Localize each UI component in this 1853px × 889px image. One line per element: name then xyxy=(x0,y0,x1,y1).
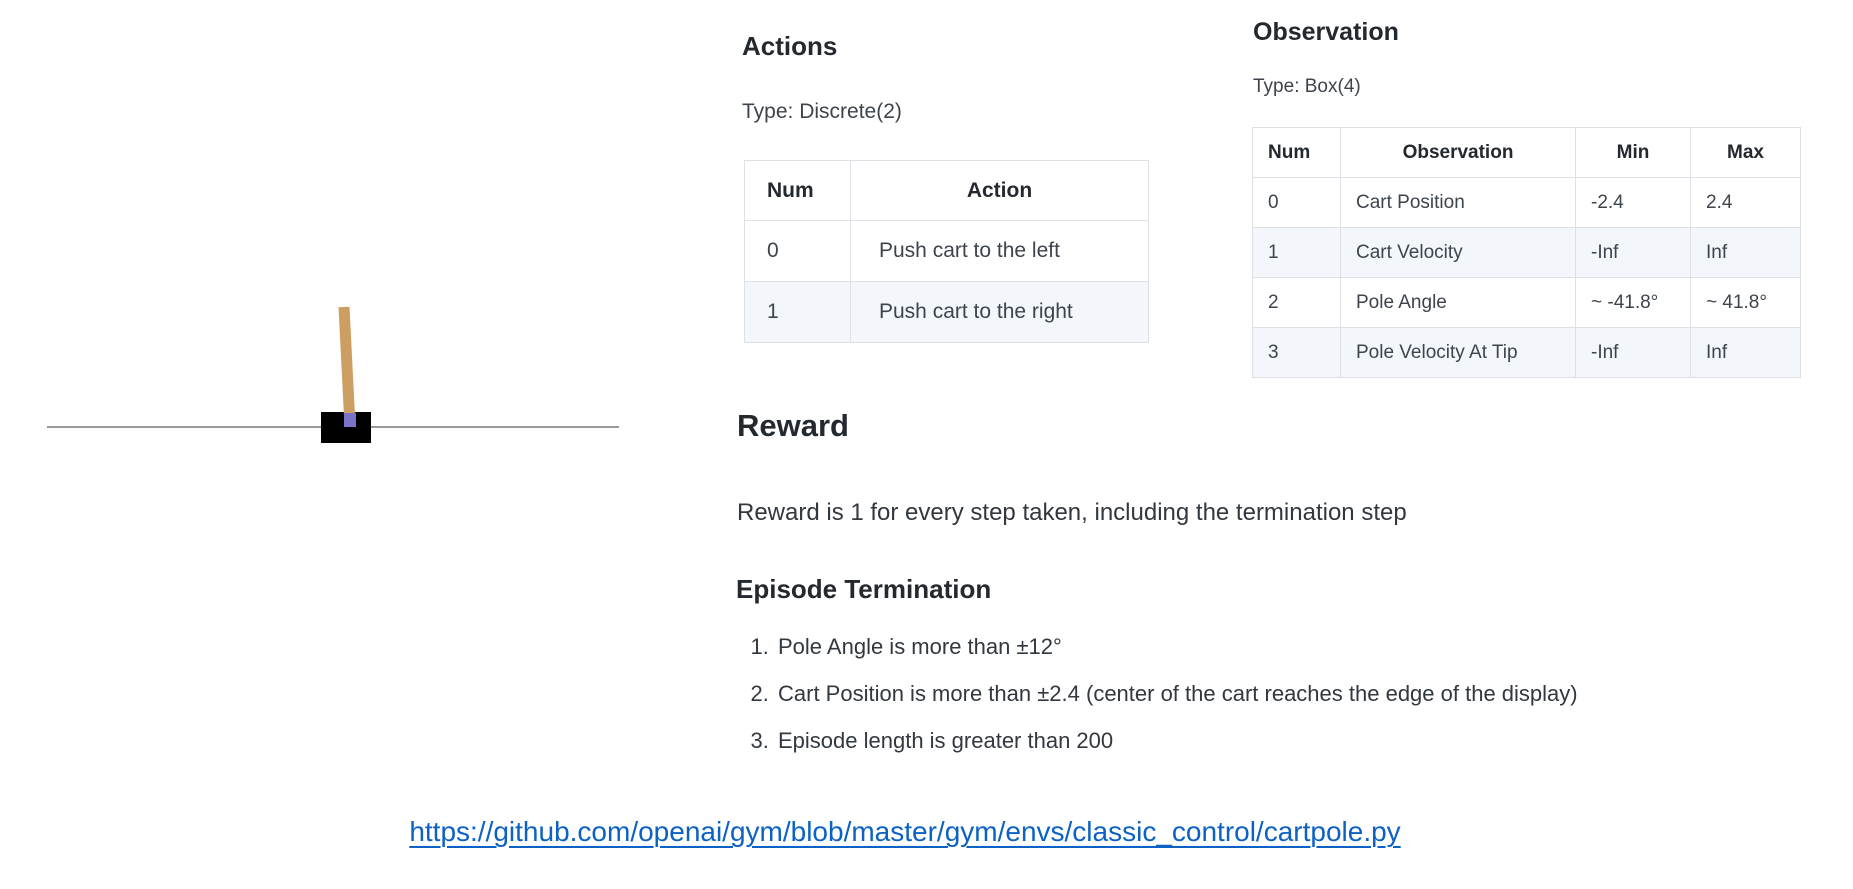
list-item: Episode length is greater than 200 xyxy=(775,728,1578,754)
list-item: Pole Angle is more than ±12° xyxy=(775,634,1578,660)
actions-cell-action: Push cart to the left xyxy=(850,220,1149,282)
table-row: 0 Cart Position -2.4 2.4 xyxy=(1252,177,1801,228)
table-row: 3 Pole Velocity At Tip -Inf Inf xyxy=(1252,327,1801,378)
observation-header-row: Num Observation Min Max xyxy=(1252,127,1801,178)
episode-termination-heading: Episode Termination xyxy=(736,574,992,604)
actions-type-label: Type: Discrete(2) xyxy=(742,100,902,123)
observation-header-observation: Observation xyxy=(1340,127,1576,178)
actions-heading: Actions xyxy=(742,31,838,61)
observation-cell-observation: Cart Velocity xyxy=(1340,227,1576,278)
observation-cell-max: 2.4 xyxy=(1690,177,1801,228)
observation-table: Num Observation Min Max 0 Cart Position … xyxy=(1252,127,1801,378)
observation-cell-num: 3 xyxy=(1252,327,1341,378)
actions-table: Num Action 0 Push cart to the left 1 Pus… xyxy=(744,160,1149,343)
observation-cell-max: Inf xyxy=(1690,327,1801,378)
observation-cell-observation: Pole Angle xyxy=(1340,277,1576,328)
source-link[interactable]: https://github.com/openai/gym/blob/maste… xyxy=(409,816,1401,847)
cartpole-rendering xyxy=(47,306,619,443)
reward-text: Reward is 1 for every step taken, includ… xyxy=(737,499,1407,526)
observation-cell-num: 0 xyxy=(1252,177,1341,228)
observation-type-label: Type: Box(4) xyxy=(1253,76,1361,97)
observation-cell-max: ~ 41.8° xyxy=(1690,277,1801,328)
actions-header-num: Num xyxy=(744,160,851,221)
observation-heading: Observation xyxy=(1253,18,1399,46)
reward-heading: Reward xyxy=(737,408,849,443)
observation-cell-observation: Cart Position xyxy=(1340,177,1576,228)
actions-cell-num: 1 xyxy=(744,281,851,343)
table-row: 1 Push cart to the right xyxy=(744,281,1149,343)
pole xyxy=(338,306,356,427)
episode-termination-list: Pole Angle is more than ±12° Cart Positi… xyxy=(742,634,1578,775)
observation-cell-min: -Inf xyxy=(1575,227,1691,278)
observation-cell-min: -2.4 xyxy=(1575,177,1691,228)
observation-cell-max: Inf xyxy=(1690,227,1801,278)
observation-cell-min: ~ -41.8° xyxy=(1575,277,1691,328)
table-row: 1 Cart Velocity -Inf Inf xyxy=(1252,227,1801,278)
table-row: 2 Pole Angle ~ -41.8° ~ 41.8° xyxy=(1252,277,1801,328)
observation-header-num: Num xyxy=(1252,127,1341,178)
axle-dot xyxy=(344,413,356,427)
observation-cell-min: -Inf xyxy=(1575,327,1691,378)
observation-header-min: Min xyxy=(1575,127,1691,178)
list-item: Cart Position is more than ±2.4 (center … xyxy=(775,681,1578,707)
actions-cell-num: 0 xyxy=(744,220,851,282)
observation-header-max: Max xyxy=(1690,127,1801,178)
observation-cell-num: 1 xyxy=(1252,227,1341,278)
actions-header-row: Num Action xyxy=(744,160,1149,221)
source-link-container: https://github.com/openai/gym/blob/maste… xyxy=(210,816,1600,848)
observation-cell-observation: Pole Velocity At Tip xyxy=(1340,327,1576,378)
table-row: 0 Push cart to the left xyxy=(744,220,1149,282)
observation-cell-num: 2 xyxy=(1252,277,1341,328)
actions-cell-action: Push cart to the right xyxy=(850,281,1149,343)
actions-header-action: Action xyxy=(850,160,1149,221)
